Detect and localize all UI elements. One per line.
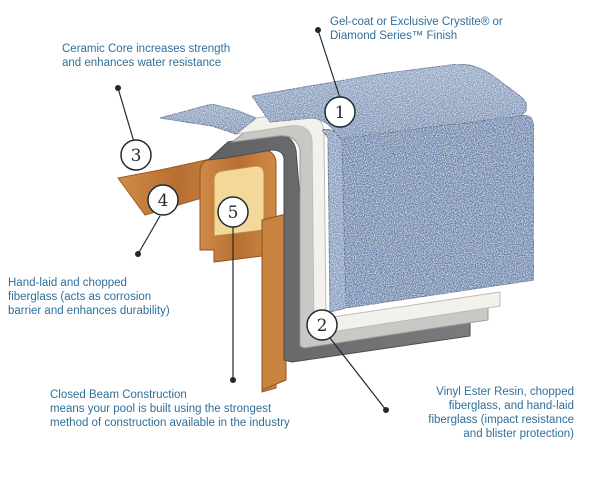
leader-line-2 [329, 337, 387, 411]
svg-text:3: 3 [131, 146, 142, 166]
leader-line-4 [137, 215, 161, 255]
layer-finish-edge-highlight [321, 128, 347, 313]
layer-finish-top [251, 63, 528, 141]
layer-finish-top-lip [159, 103, 257, 135]
layer-finish-front [335, 114, 535, 309]
leader-dot-4 [135, 251, 141, 257]
leader-line-3 [117, 87, 135, 143]
badge-4: 4 [147, 184, 179, 216]
badge-1: 1 [324, 96, 356, 128]
leader-dot-5 [230, 377, 236, 383]
svg-text:1: 1 [335, 103, 346, 123]
leader-dot-2 [383, 407, 389, 413]
badge-3: 3 [120, 139, 152, 171]
leader-line-1 [317, 29, 341, 99]
layer-wood-wall-strip [261, 213, 287, 391]
leader-dot-3 [115, 85, 121, 91]
svg-text:2: 2 [317, 316, 328, 336]
svg-text:4: 4 [158, 191, 169, 211]
caption-ceramic-core: Ceramic Core increases strength and enha… [62, 43, 231, 69]
caption-vinyl-ester-resin: Vinyl Ester Resin, chopped fiberglass, a… [428, 386, 574, 440]
caption-hand-laid-fiberglass: Hand-laid and chopped fiberglass (acts a… [8, 277, 170, 317]
badge-2: 2 [306, 309, 338, 341]
badge-5: 5 [217, 196, 249, 228]
svg-text:5: 5 [228, 203, 239, 223]
leader-dot-1 [315, 27, 321, 33]
caption-finish: Gel-coat or Exclusive Crystite® or Diamo… [330, 16, 503, 42]
caption-closed-beam: Closed Beam Construction means your pool… [50, 389, 290, 429]
